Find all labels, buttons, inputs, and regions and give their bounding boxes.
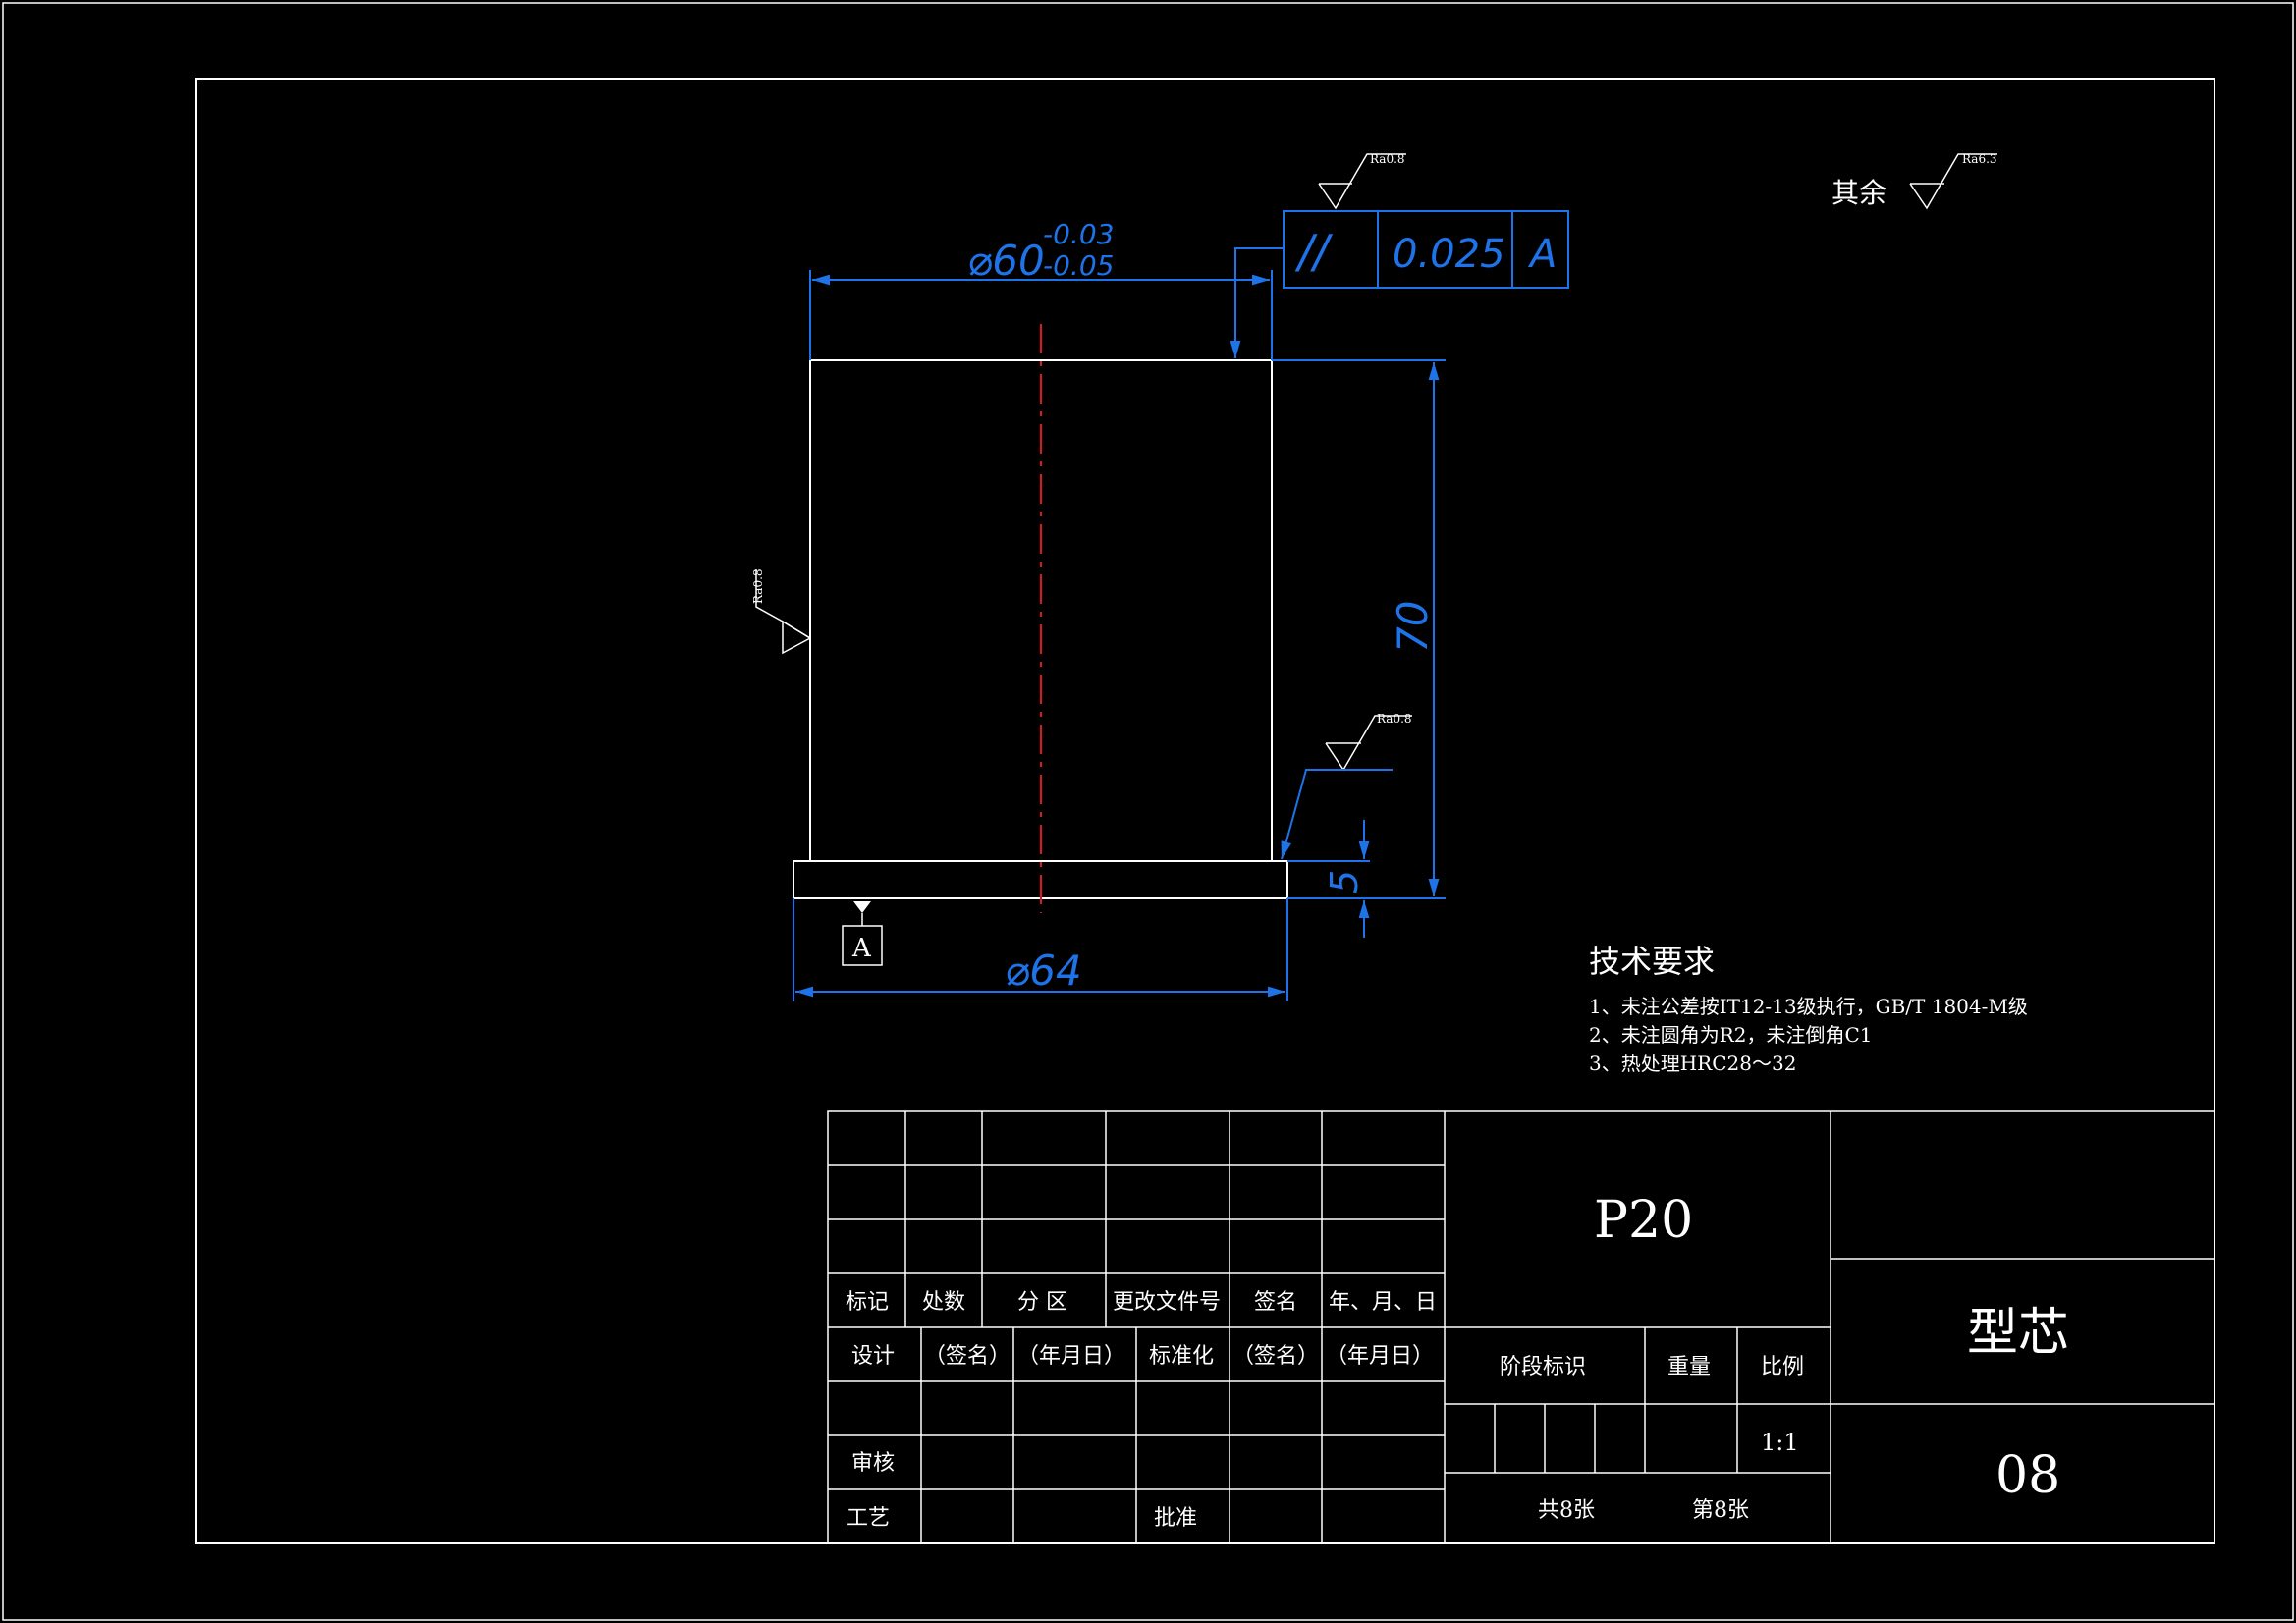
title-block xyxy=(827,1110,2215,1544)
tech-requirements: 技术要求 1、未注公差按IT12-13级执行，GB/T 1804-M级 2、未注… xyxy=(1589,943,2028,1075)
tolerance-datum: A xyxy=(1527,232,1557,277)
roughness-top-value: Ra0.8 xyxy=(1370,152,1405,166)
dim-bottom-diameter: ⌀64 xyxy=(793,898,1288,1001)
header-zone: 分 区 xyxy=(1017,1290,1067,1315)
design-date: （年月日） xyxy=(1017,1344,1125,1369)
header-date: 年、月、日 xyxy=(1329,1290,1437,1315)
tech-item-2: 2、未注圆角为R2，未注倒角C1 xyxy=(1589,1023,1873,1047)
tolerance-value: 0.025 xyxy=(1393,232,1505,277)
total-sheets: 共8张 xyxy=(1538,1498,1595,1523)
roughness-rest: 其余 Ra6.3 xyxy=(1831,152,1997,210)
review-label: 审核 xyxy=(851,1451,895,1476)
standardization-date: （年月日） xyxy=(1326,1344,1434,1369)
approve-label: 批准 xyxy=(1154,1506,1197,1531)
dim-bottom-diameter-value: ⌀64 xyxy=(1005,947,1082,995)
dim-top-diameter-value: ⌀60 xyxy=(967,237,1045,285)
tech-item-1: 1、未注公差按IT12-13级执行，GB/T 1804-M级 xyxy=(1589,995,2028,1018)
material-name: P20 xyxy=(1594,1191,1693,1250)
dim-flange-value: 5 xyxy=(1323,870,1366,893)
stage-label: 阶段标识 xyxy=(1500,1355,1586,1380)
weight-label: 重量 xyxy=(1667,1355,1711,1380)
ratio-value: 1:1 xyxy=(1761,1429,1799,1456)
standardization-label: 标准化 xyxy=(1149,1344,1214,1369)
tolerance-frame: // 0.025 A xyxy=(1230,210,1569,358)
tech-title: 技术要求 xyxy=(1589,943,1715,980)
design-label: 设计 xyxy=(851,1344,895,1369)
tolerance-symbol: // xyxy=(1294,225,1333,278)
roughness-right-icon: Ra0.8 xyxy=(1281,712,1412,860)
dim-flange: 5 xyxy=(1287,820,1370,938)
header-change-doc: 更改文件号 xyxy=(1113,1290,1221,1315)
dim-height-value: 70 xyxy=(1389,601,1437,653)
roughness-left-icon: Ra0.8 xyxy=(751,568,811,655)
dim-height: 70 xyxy=(1272,359,1446,899)
process-label: 工艺 xyxy=(847,1506,890,1531)
design-sign: （签名） xyxy=(924,1344,1011,1369)
header-sign: 签名 xyxy=(1254,1290,1297,1315)
header-count: 处数 xyxy=(922,1290,965,1315)
roughness-left-value: Ra0.8 xyxy=(751,568,765,604)
tech-item-3: 3、热处理HRC28～32 xyxy=(1589,1052,1796,1075)
roughness-rest-value: Ra6.3 xyxy=(1962,152,1997,166)
inner-frame xyxy=(195,78,2215,1544)
part-name: 型芯 xyxy=(1967,1304,2069,1363)
datum-a-label: A xyxy=(851,934,872,963)
roughness-rest-label: 其余 xyxy=(1831,177,1886,209)
standardization-sign: （签名） xyxy=(1232,1344,1319,1369)
ratio-label: 比例 xyxy=(1761,1355,1804,1380)
dim-top-tol-lower: -0.05 xyxy=(1043,249,1114,282)
dim-top-tol-upper: -0.03 xyxy=(1043,218,1114,250)
header-mark: 标记 xyxy=(846,1290,889,1315)
roughness-top-icon: Ra0.8 xyxy=(1318,152,1406,210)
dim-top-diameter: ⌀60 -0.03 -0.05 xyxy=(809,218,1273,360)
datum-a: A xyxy=(842,901,883,966)
roughness-right-value: Ra0.8 xyxy=(1377,712,1412,726)
drawing-number: 08 xyxy=(1995,1446,2060,1505)
roughness-rest-icon xyxy=(1909,153,1997,210)
sheet-number: 第8张 xyxy=(1692,1498,1749,1523)
